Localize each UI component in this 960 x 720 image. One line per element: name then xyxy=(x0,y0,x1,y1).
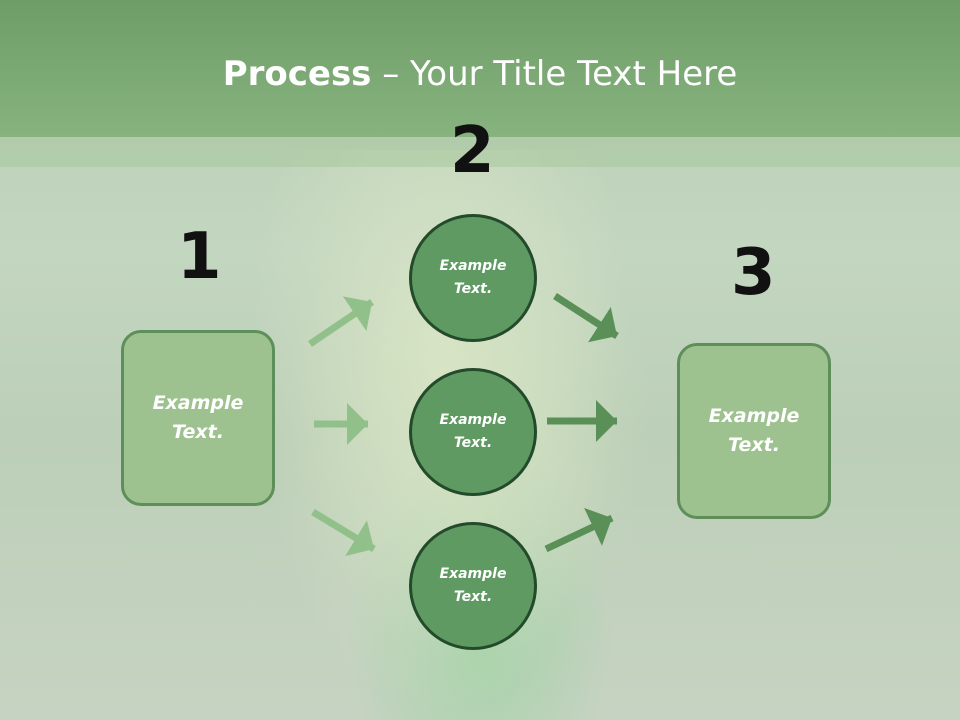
arrow-box1-to-circle-bottom xyxy=(311,509,376,557)
arrow-box1-to-circle-top xyxy=(308,296,374,347)
title-underline-strip xyxy=(0,137,960,167)
title-bar xyxy=(0,0,960,137)
circle-middle-text: Example Text. xyxy=(439,412,507,451)
step-3-text: Example Text. xyxy=(708,405,800,456)
slide-title: Process – Your Title Text Here xyxy=(0,52,960,96)
step-number-1: 1 xyxy=(177,220,222,294)
circle-bottom-text: Example Text. xyxy=(439,566,507,605)
step-number-2: 2 xyxy=(450,114,495,188)
circle-top-text: Example Text. xyxy=(439,258,507,297)
step-1-text: Example Text. xyxy=(152,392,244,443)
step-3-box: Example Text. xyxy=(677,343,831,519)
arrow-circle-top-to-box3 xyxy=(553,293,619,343)
title-rest-part: – Your Title Text Here xyxy=(371,54,738,94)
step-2-circle-top: Example Text. xyxy=(409,214,537,342)
step-number-3: 3 xyxy=(731,236,776,310)
title-bold-part: Process xyxy=(222,54,372,94)
step-2-circle-bottom: Example Text. xyxy=(409,522,537,650)
arrow-circle-bottom-to-box3 xyxy=(544,507,614,553)
step-1-box: Example Text. xyxy=(121,330,275,506)
step-2-circle-middle: Example Text. xyxy=(409,368,537,496)
